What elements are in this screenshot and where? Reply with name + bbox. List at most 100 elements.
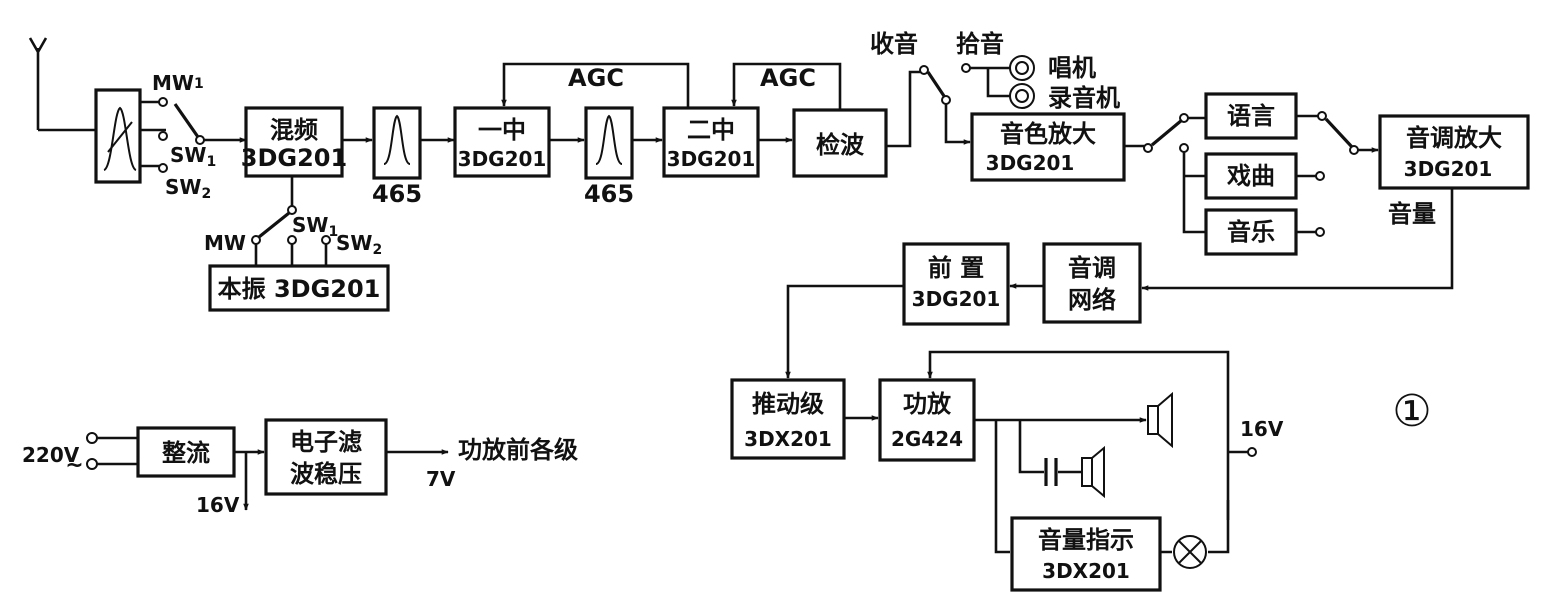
rectifier-block: 整流	[136, 426, 236, 478]
regulator-title: 电子滤	[290, 428, 362, 456]
label-sw1-input: SW1	[170, 143, 216, 170]
preamp-transistor: 3DG201	[912, 287, 1001, 311]
if1-title: 一中	[478, 116, 526, 144]
agc-loop-2	[731, 62, 842, 110]
label-recorder: 录音机	[1048, 84, 1120, 112]
preamp-block: 前 置 3DG201	[902, 242, 1010, 326]
mixer-title: 混频	[270, 116, 318, 144]
driver-block: 推动级 3DX201	[730, 378, 846, 460]
agc-loop-1	[501, 62, 690, 108]
wire-pre-driver	[785, 284, 904, 379]
label-16v-supply: 16V	[196, 493, 240, 517]
wire-16v-feed	[927, 350, 1230, 520]
label-sw2-input: SW2	[165, 175, 211, 202]
label-sw1-lo: SW1	[292, 213, 338, 240]
bandpass-curve-icon	[383, 114, 411, 165]
speaker-icon	[1147, 391, 1173, 449]
tone-amp-block: 音色放大 3DG201	[970, 112, 1126, 182]
source-select-switch	[919, 63, 1010, 145]
wire-detector-switch	[886, 70, 920, 148]
label-radio: 收音	[870, 30, 918, 58]
rectifier-title: 整流	[162, 439, 210, 467]
opera-title: 戏曲	[1226, 162, 1275, 190]
detector-block: 检波	[792, 108, 888, 178]
input-tuner-block	[94, 88, 142, 184]
recorder-jack-icon	[1009, 83, 1035, 109]
filter-465-1	[372, 106, 422, 180]
speech-title: 语言	[1227, 102, 1275, 130]
mixer-block: 混频 3DG201	[241, 106, 347, 178]
volume-indicator-block: 音量指示 3DX201	[1010, 516, 1162, 592]
driver-transistor: 3DX201	[744, 427, 832, 451]
tone-network-title: 音调	[1068, 254, 1116, 282]
if2-title: 二中	[687, 116, 735, 144]
music-block: 音乐	[1204, 208, 1298, 256]
tone-network-block: 音调 网络	[1042, 242, 1142, 324]
wire-power-earphone	[1018, 420, 1082, 474]
mode-select-switch	[1143, 113, 1206, 234]
agc-label-2: AGC	[760, 64, 816, 92]
label-220v: 220V~	[22, 443, 84, 478]
earphone-icon	[1081, 445, 1105, 499]
tuning-curve-icon	[103, 106, 137, 171]
wire-ac-rectifier	[97, 436, 138, 466]
local-oscillator-title: 本振 3DG201	[218, 275, 381, 303]
power-amp-transistor: 2G424	[891, 427, 963, 451]
label-pre-stages: 功放前各级	[458, 436, 578, 464]
label-16v-out: 16V	[1240, 417, 1284, 441]
pitch-amp-transistor: 3DG201	[1404, 157, 1493, 181]
agc-label-1: AGC	[568, 64, 624, 92]
tone-amp-title: 音色放大	[1000, 120, 1096, 148]
regulator-block: 电子滤 波稳压	[264, 418, 388, 496]
if1-block: 一中 3DG201	[453, 106, 551, 178]
pitch-amp-title: 音调放大	[1406, 124, 1502, 152]
power-amp-block: 功放 2G424	[878, 378, 976, 462]
music-title: 音乐	[1227, 218, 1275, 246]
label-mw-lo: MW	[204, 231, 246, 255]
antenna-icon	[28, 37, 48, 130]
label-phono: 唱机	[1048, 54, 1096, 82]
label-pickup: 拾音	[956, 30, 1004, 58]
capacitor-icon	[1044, 458, 1058, 486]
band-switch-input	[158, 97, 247, 173]
label-mw1: MW1	[152, 71, 204, 95]
figure-number: ①	[1392, 386, 1431, 437]
terminal-16v	[1247, 447, 1257, 457]
wire-tuner-switch	[140, 100, 166, 168]
wire-power-vu	[994, 420, 1010, 554]
indicator-lamp-icon	[1173, 535, 1207, 569]
bandpass-curve-icon-2	[595, 114, 623, 165]
volume-indicator-transistor: 3DX201	[1042, 559, 1130, 583]
detector-title: 检波	[816, 131, 865, 159]
wire-program-outputs	[1296, 114, 1318, 234]
if2-transistor: 3DG201	[667, 147, 756, 171]
phono-jack-icon	[1009, 55, 1035, 81]
filter-465-2	[584, 106, 634, 180]
ac-terminal-2	[86, 458, 98, 470]
speech-block: 语言	[1204, 92, 1298, 140]
if2-block: 二中 3DG201	[662, 106, 760, 178]
label-7v: 7V	[426, 467, 456, 491]
filter2-label: 465	[584, 180, 634, 208]
if1-transistor: 3DG201	[458, 147, 547, 171]
preamp-title: 前 置	[928, 254, 984, 282]
volume-label: 音量	[1388, 200, 1436, 228]
label-sw2-lo: SW2	[336, 231, 382, 258]
wire-vu-lamp	[1160, 500, 1230, 554]
mixer-transistor: 3DG201	[241, 144, 347, 172]
volume-indicator-title: 音量指示	[1038, 526, 1134, 554]
filter1-label: 465	[372, 180, 422, 208]
opera-block: 戏曲	[1204, 152, 1298, 200]
tone-amp-transistor: 3DG201	[986, 151, 1075, 175]
wire-pitch-amp-network	[1141, 188, 1454, 291]
tone-network-sub: 网络	[1068, 286, 1116, 314]
local-oscillator-block: 本振 3DG201	[208, 264, 390, 312]
pitch-amp-block: 音调放大 3DG201	[1378, 114, 1530, 190]
power-amp-title: 功放	[903, 390, 952, 418]
lo-band-switch	[251, 205, 331, 266]
ac-terminal-1	[86, 432, 98, 444]
driver-title: 推动级	[752, 390, 824, 418]
program-output-switch	[1315, 111, 1379, 237]
regulator-sub: 波稳压	[290, 460, 362, 488]
